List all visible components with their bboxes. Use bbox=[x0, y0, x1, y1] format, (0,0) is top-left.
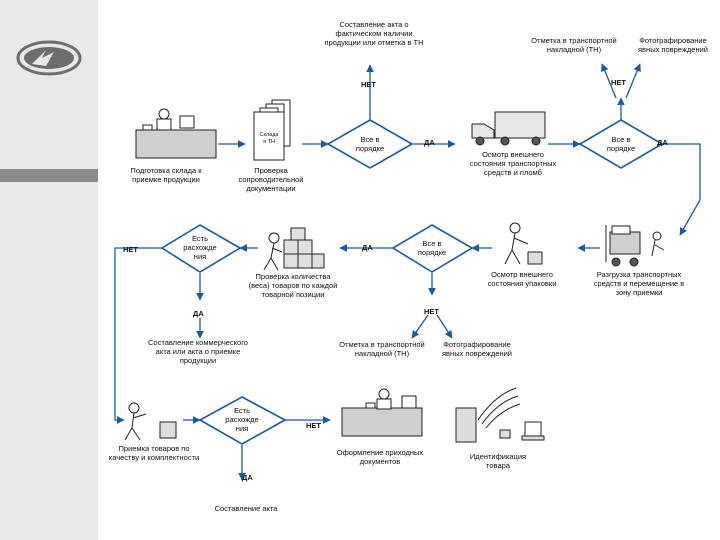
label-inspect-vehicle: Осмотр внешнего состояния транспортных с… bbox=[469, 150, 557, 177]
label-commercial-act: Составление коммерческого акта или акта … bbox=[148, 338, 248, 365]
decision-text-1: Все в порядке bbox=[355, 135, 385, 153]
label-photo-mid: Фотографирование явных повреждений bbox=[442, 340, 512, 358]
decision-text-3: Все в порядке bbox=[417, 239, 447, 257]
decision-text-5: Есть расхожде ния bbox=[225, 406, 259, 433]
decision-shapes bbox=[160, 119, 664, 445]
package-inspector-icon bbox=[504, 222, 543, 265]
decision-text-2: Все в порядке bbox=[606, 135, 636, 153]
label-accept-quality: Приемка товаров по качеству и комплектно… bbox=[108, 444, 200, 462]
office-desk-icon bbox=[341, 388, 423, 437]
branch-yes-3: ДА bbox=[362, 243, 373, 252]
branch-no-4: НЕТ bbox=[123, 245, 138, 254]
branch-yes-1: ДА bbox=[424, 138, 435, 147]
label-prepare-warehouse: Подготовка склада к приемке продукции bbox=[130, 166, 202, 184]
truck-icon bbox=[471, 111, 546, 146]
warehouse-desk-icon bbox=[135, 108, 217, 159]
boxes-worker-icon bbox=[263, 227, 325, 271]
label-mark-tn-top: Отметка в транспортной накладной (ТН) bbox=[531, 36, 617, 54]
label-act-actual: Составление акта о фактическом наличии п… bbox=[324, 20, 424, 47]
branch-no-5: НЕТ bbox=[306, 421, 321, 430]
branch-yes-4: ДА bbox=[193, 309, 204, 318]
label-incoming-docs: Оформление приходных документов bbox=[336, 448, 424, 466]
connectors bbox=[114, 63, 701, 481]
documents-icon bbox=[253, 99, 291, 161]
label-mark-tn-mid: Отметка в транспортной накладной (ТН) bbox=[339, 340, 425, 358]
label-identify: Идентификация товара bbox=[469, 452, 527, 470]
label-unload: Разгрузка транспортных средств и перемещ… bbox=[593, 270, 685, 297]
branch-no-1: НЕТ bbox=[361, 80, 376, 89]
label-photo-top: Фотографирование явных повреждений bbox=[638, 36, 708, 54]
label-check-qty: Проверка количества (веса) товаров по ка… bbox=[248, 272, 338, 299]
scanner-equipment-icon bbox=[455, 387, 545, 443]
sidebar-stripe bbox=[0, 169, 98, 182]
branch-no-2: НЕТ bbox=[611, 78, 626, 87]
decision-text-4: Есть расхожде ния bbox=[183, 234, 217, 261]
label-check-docs: Проверка сопроводительной документации bbox=[238, 166, 304, 193]
forklift-icon bbox=[605, 225, 665, 267]
branch-no-3: НЕТ bbox=[424, 307, 439, 316]
quality-worker-icon bbox=[124, 402, 177, 441]
branch-yes-5: ДА bbox=[242, 473, 253, 482]
sidebar bbox=[0, 0, 98, 540]
label-inspect-pack: Осмотр внешнего состояния упаковки bbox=[487, 270, 557, 288]
branch-yes-2: ДА bbox=[657, 138, 668, 147]
company-logo bbox=[16, 40, 82, 76]
label-docs-stack: Склада я ТН bbox=[259, 132, 279, 145]
label-make-act: Составление акта bbox=[214, 504, 278, 513]
